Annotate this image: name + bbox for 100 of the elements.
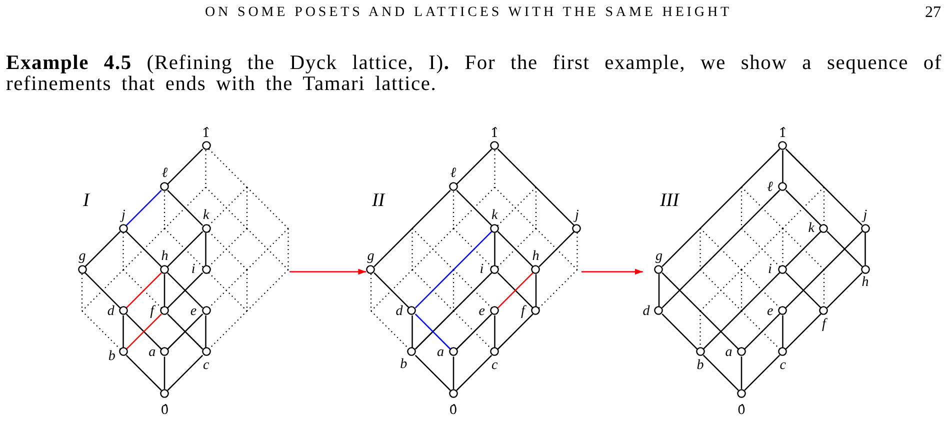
edge-line [535,274,536,306]
vertex-label: b [108,350,116,364]
edge-line [497,148,574,226]
vertex-label: e [190,304,197,319]
edge-line [864,232,866,266]
edge-line [126,230,162,267]
edge-line [662,148,780,267]
edge-line [826,230,863,267]
edge-line [744,354,780,390]
vertex-label: k [203,208,210,223]
vertex-label: i [768,263,772,278]
edge-line [452,356,454,389]
edge-line [84,230,121,267]
edge-line [126,354,162,390]
vertex-label: k [491,208,498,223]
vertex-label: a [148,346,156,360]
vertex-label: 0̂ [160,404,169,416]
edge-line [373,190,451,267]
vertex-label: d [396,304,403,319]
vertex-label: ℓ [767,180,773,195]
running-header: ON SOME POSETS AND LATTICES WITH THE SAME HEIGHT [205,6,732,20]
edge-line [164,274,166,306]
vertex-label: h [161,250,168,264]
edge-line [167,190,204,226]
vertex-label: d [642,304,650,319]
vertex-label: d [107,304,114,319]
vertex-label: ℓ [450,167,456,182]
vertex-label: b [696,358,704,373]
vertex-label: 1̂ [490,126,498,140]
edge-line [662,190,780,308]
edge-line [373,272,410,308]
diagram-label: II [372,190,385,210]
edge-line [826,272,863,308]
edge-line [785,190,822,226]
vertex-label: h [862,276,869,290]
vertex-label: c [780,358,786,373]
vertex-label: j [122,208,126,223]
edge-line [744,313,780,350]
vertex-label: a [725,346,732,360]
edge-line [205,232,207,266]
edge-line [456,354,492,390]
edge-line [658,274,660,306]
edge-line [702,354,739,390]
vertex-label: j [574,208,579,223]
vertex-label: 0̂ [737,404,746,416]
diagram-label: I [82,190,90,210]
edge-line [785,230,863,308]
arrow [581,268,643,275]
vertex-label: h [532,250,540,264]
edge-line [785,313,822,350]
vertex-label: k [808,222,815,236]
vertex-label: g [655,250,662,264]
edge-line [414,313,451,350]
edge-line [785,230,822,267]
vertex-label: i [191,263,196,278]
edge-line [662,272,739,350]
edge-line [164,356,166,389]
edge-line [122,315,124,348]
edge-line [167,230,204,267]
edge-line [662,313,698,350]
page-number: 27 [925,5,941,21]
edge-line [167,148,204,184]
edge-line [785,148,863,226]
edge-line [414,354,451,390]
edge-line [702,272,780,350]
vertex-label: j [863,208,868,223]
edge-line [782,315,784,348]
vertex-label: 1̂ [778,126,787,140]
vertex-label: f [822,318,826,332]
vertex-label: i [480,263,484,278]
vertex-label: g [367,250,374,264]
arrow [290,268,366,275]
vertex-label: a [436,346,444,360]
edge-line [126,190,162,226]
edge-line [538,230,574,267]
edge-line [414,272,492,350]
vertex-label: b [400,358,408,372]
vertex-label: f [150,304,154,319]
vertex-label: ℓ [162,167,168,182]
edge-line [411,315,413,348]
vertex-label: f [520,304,525,319]
edge-line [456,313,492,350]
vertex-label: 1̂ [202,126,210,140]
edge-line [84,272,121,308]
edge-line [497,230,534,267]
vertex-label: g [78,250,86,264]
edge-line [205,315,207,348]
edge-line [126,272,162,308]
example-paragraph: Example 4.5 (Refining the Dyck lattice, I). For the first example, we show a sequence of refinements that ends with the Tamari lattice. [6,53,942,94]
edge-line [785,272,822,308]
edge-line [494,315,496,348]
edge-line [782,150,784,183]
edge-line [456,190,492,226]
edge-line [494,232,496,266]
vertex-label: c [203,358,210,373]
edge-line [414,230,492,308]
edge-line [456,148,492,184]
vertex-label: e [767,304,774,319]
vertex-label: c [491,358,498,373]
edge-line [740,356,742,389]
